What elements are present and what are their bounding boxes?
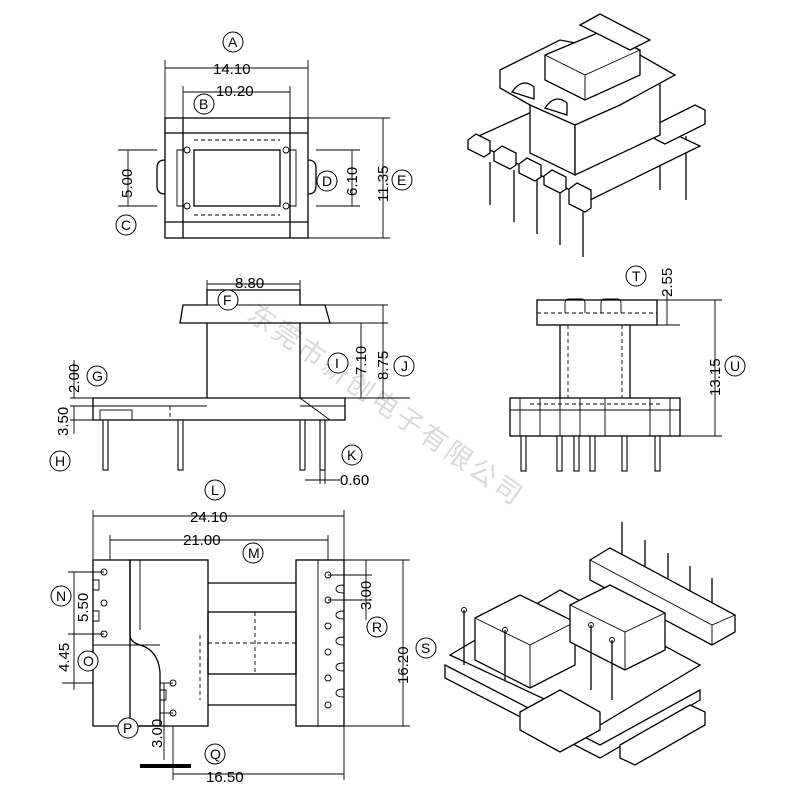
dim-k-value: 0.60 [340, 472, 369, 489]
dim-q-value: 16.50 [206, 769, 244, 786]
label-u: U [730, 358, 740, 374]
iso-view-bottom [444, 522, 736, 766]
bottom-view: 24.10 L 21.00 M 5.50 N 4.45 O 3.00 P [50, 479, 437, 786]
dim-j-value: 8.75 [375, 351, 392, 380]
label-s: S [421, 640, 430, 656]
side-view: 2.55 T 13.15 U [509, 265, 746, 472]
dim-u-value: 13.15 [707, 358, 724, 396]
label-f: F [223, 292, 232, 308]
label-q: Q [210, 746, 221, 762]
label-e: E [397, 172, 406, 188]
dim-n-value: 5.50 [75, 593, 92, 622]
dim-o-value: 4.45 [56, 643, 73, 672]
label-l: L [211, 482, 219, 498]
dim-a-value: 14.10 [213, 61, 251, 78]
dim-e-value: 11.35 [375, 166, 392, 202]
dim-m-value: 21.00 [183, 532, 221, 549]
iso-view-top [467, 13, 706, 257]
label-p: P [123, 720, 132, 736]
dim-g-value: 2.00 [66, 364, 83, 393]
front-view: 8.80 F 7.10 I 8.75 J 2.00 G 3.50 H 0.60 [49, 275, 415, 489]
top-view: 14.10 A 10.20 B 5.00 C 6.10 D 11.35 E [115, 31, 413, 239]
dim-f-value: 8.80 [235, 275, 264, 292]
dim-i-value: 7.10 [353, 346, 370, 375]
label-k: K [347, 447, 357, 463]
label-j: J [401, 358, 408, 374]
dim-s-value: 16.20 [395, 646, 412, 684]
label-r: R [372, 619, 382, 635]
dim-p-value: 3.00 [149, 719, 166, 748]
label-d: D [322, 173, 332, 189]
dim-r-value: 3.00 [358, 581, 375, 610]
label-n: N [56, 588, 66, 604]
dim-h-value: 3.50 [55, 407, 72, 436]
label-g: G [92, 368, 103, 384]
label-i: I [335, 355, 339, 371]
label-t: T [632, 268, 641, 284]
dim-d-value: 6.10 [344, 167, 361, 196]
label-h: H [55, 453, 65, 469]
label-c: C [121, 217, 131, 233]
watermark-text: 东莞市新创电子有限公司 [242, 298, 530, 513]
label-m: M [248, 545, 260, 561]
dim-c-value: 5.00 [119, 169, 136, 198]
label-b: B [199, 96, 208, 112]
watermark: 东莞市新创电子有限公司 [242, 298, 530, 513]
label-o: O [83, 653, 94, 669]
dim-t-value: 2.55 [659, 268, 676, 297]
dim-l-value: 24.10 [190, 509, 228, 526]
dim-b-value: 10.20 [216, 83, 254, 100]
label-a: A [228, 34, 238, 50]
